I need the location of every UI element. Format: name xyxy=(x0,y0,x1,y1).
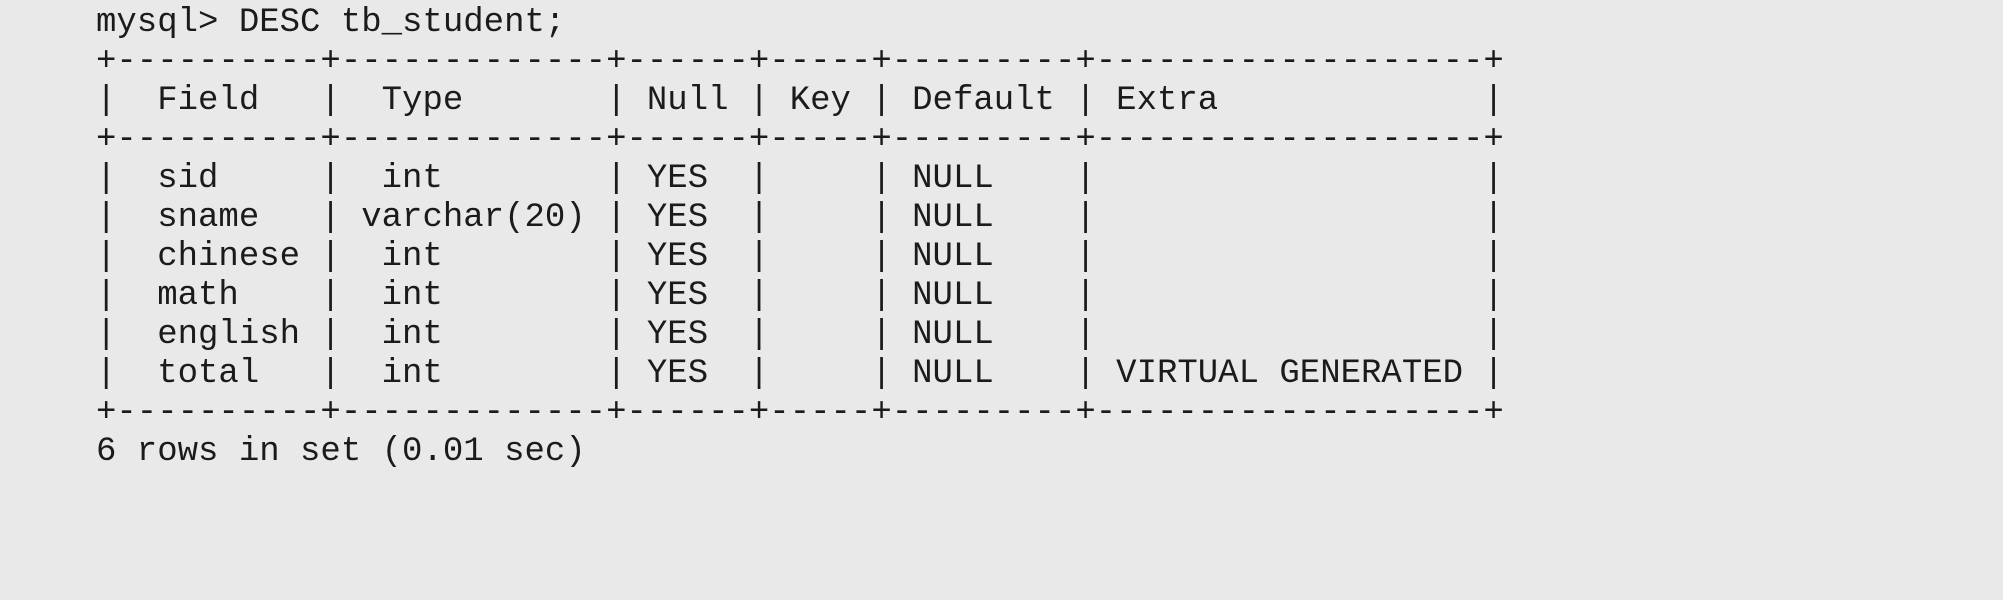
table-row-total: | total | int | YES | | NULL | VIRTUAL G… xyxy=(96,355,1504,393)
table-row-math: | math | int | YES | | NULL | | xyxy=(96,277,1504,315)
mysql-prompt-command: mysql> DESC tb_student; xyxy=(96,4,566,42)
table-row-sname: | sname | varchar(20) | YES | | NULL | | xyxy=(96,199,1504,237)
table-row-english: | english | int | YES | | NULL | | xyxy=(96,316,1504,354)
table-row-chinese: | chinese | int | YES | | NULL | | xyxy=(96,238,1504,276)
table-bottom-border: +----------+-------------+------+-----+-… xyxy=(96,394,1504,432)
table-row-sid: | sid | int | YES | | NULL | | xyxy=(96,160,1504,198)
table-header-row: | Field | Type | Null | Key | Default | … xyxy=(96,82,1504,120)
table-top-border: +----------+-------------+------+-----+-… xyxy=(96,43,1504,81)
result-summary: 6 rows in set (0.01 sec) xyxy=(96,433,586,471)
table-header-border: +----------+-------------+------+-----+-… xyxy=(96,121,1504,159)
